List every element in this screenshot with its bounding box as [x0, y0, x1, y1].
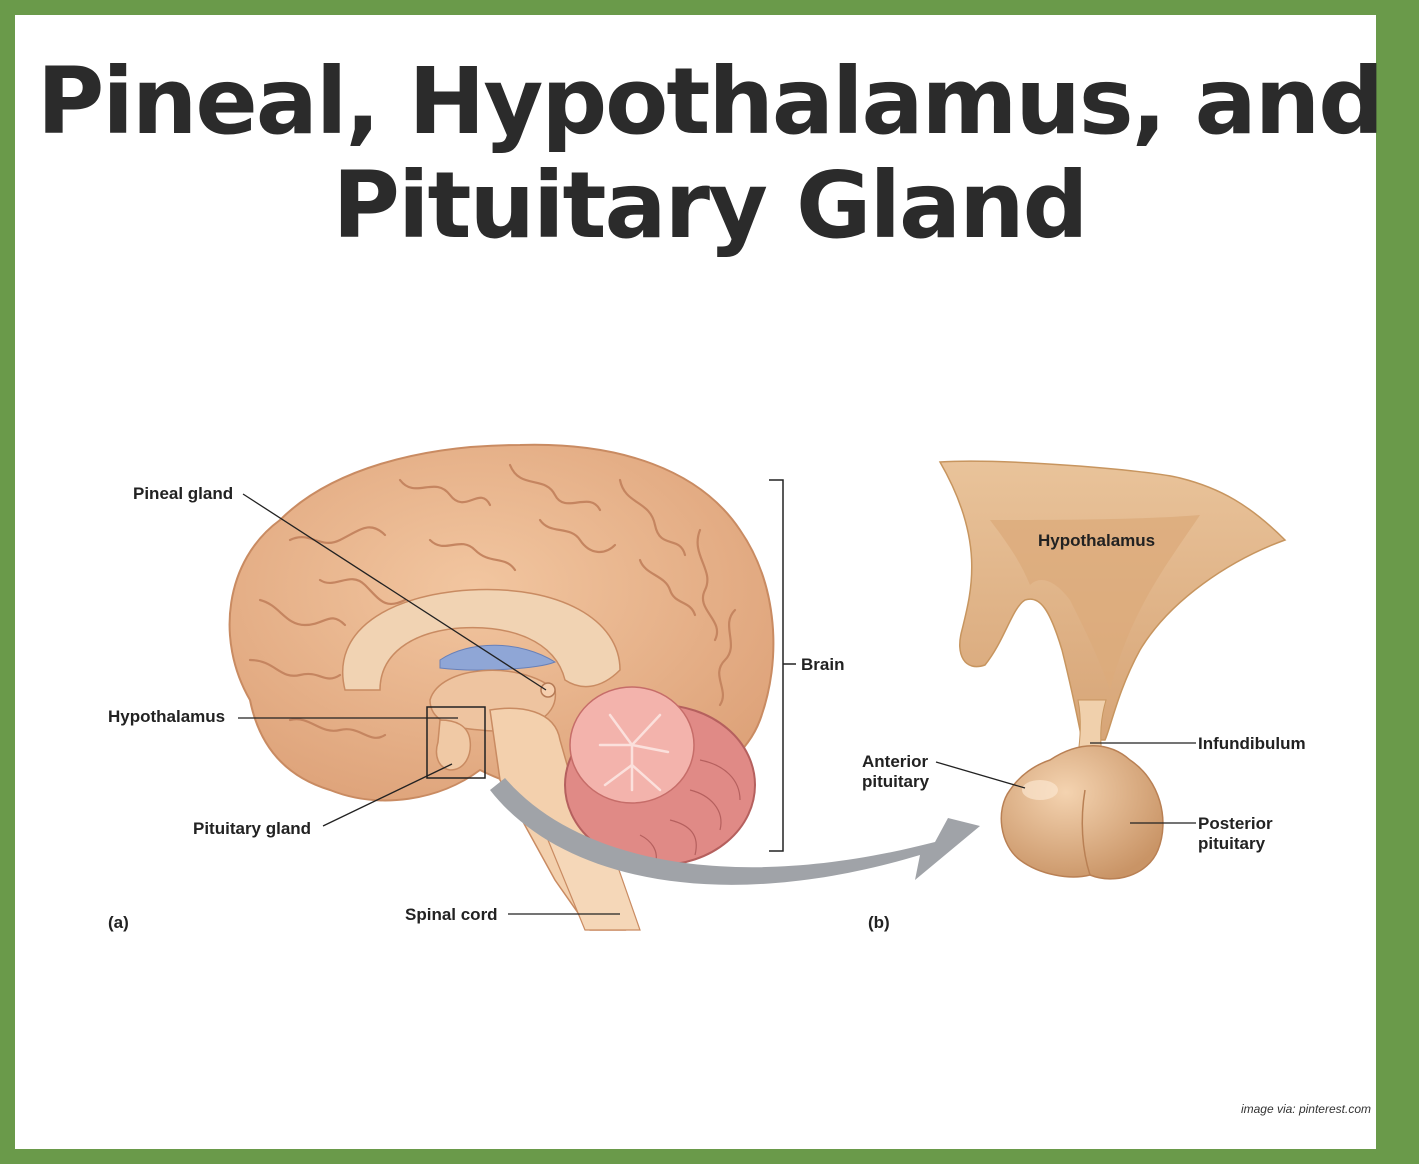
corpus-callosum: [342, 588, 621, 691]
page-title: Pineal, Hypothalamus, and Pituitary Glan…: [0, 50, 1419, 258]
label-pituitary-gland: Pituitary gland: [193, 819, 311, 838]
label-brain: Brain: [801, 655, 844, 674]
label-anterior-line1: Anterior: [862, 752, 929, 771]
title-line-1: Pineal, Hypothalamus, and: [36, 48, 1384, 155]
pituitary-shape: [435, 719, 472, 771]
panel-a-letter: (a): [108, 913, 129, 932]
label-spinal-cord: Spinal cord: [405, 905, 498, 924]
brain-bracket: [769, 479, 796, 852]
pineal-gland-shape: [540, 682, 556, 698]
ventricle: [439, 644, 557, 671]
label-hypothalamus-a: Hypothalamus: [108, 707, 225, 726]
connector-arrow: [490, 778, 980, 885]
image-credit: image via: pinterest.com: [1240, 1102, 1371, 1116]
panel-b-letter: (b): [868, 913, 890, 932]
label-posterior-line2: pituitary: [1198, 834, 1266, 853]
title-line-2: Pituitary Gland: [332, 152, 1089, 259]
pituitary-illustration: [938, 460, 1287, 880]
panel-b-leaders: [935, 742, 1196, 824]
hypothalamus-inner: [990, 515, 1200, 690]
gyri: [248, 463, 737, 739]
label-infundibulum: Infundibulum: [1198, 734, 1306, 753]
panel-a-leaders: [238, 493, 620, 915]
brain-illustration: [228, 443, 775, 931]
cerebellum: [564, 686, 756, 866]
label-posterior-line1: Posterior: [1198, 814, 1273, 833]
pituitary-highlight-box: [426, 706, 486, 779]
label-hypothalamus-b: Hypothalamus: [1038, 531, 1155, 550]
label-pineal-gland: Pineal gland: [133, 484, 233, 503]
label-anterior-line2: pituitary: [862, 772, 930, 791]
